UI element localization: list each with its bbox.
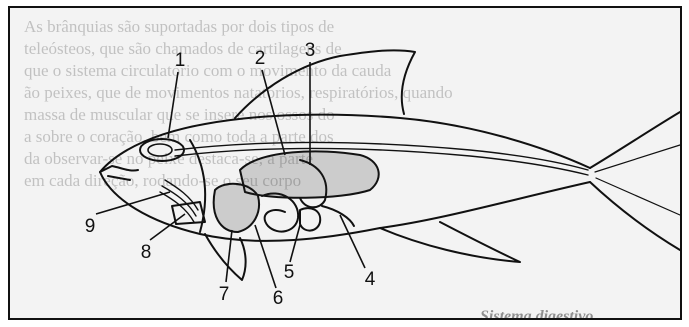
label-8: 8 — [141, 242, 152, 263]
label-5: 5 — [284, 262, 295, 283]
lateral-line-2 — [175, 149, 588, 176]
lateral-line — [175, 143, 588, 171]
leader-5 — [290, 225, 300, 262]
label-9: 9 — [85, 216, 96, 237]
spleen — [300, 208, 320, 230]
intestine — [262, 193, 298, 231]
label-7: 7 — [219, 284, 230, 305]
head-jaw — [100, 166, 138, 180]
anal-fin — [380, 222, 520, 262]
label-6: 6 — [273, 288, 284, 309]
eye-inner — [148, 144, 172, 156]
label-2: 2 — [255, 48, 266, 69]
pelvic-fin — [205, 234, 246, 280]
label-4: 4 — [365, 269, 376, 290]
leader-6 — [255, 225, 276, 288]
label-1: 1 — [175, 50, 186, 71]
label-3: 3 — [305, 40, 316, 61]
leader-8 — [150, 214, 185, 240]
caudal-fin-rays — [595, 145, 680, 215]
leader-2 — [262, 70, 285, 155]
leader-9 — [96, 192, 170, 214]
rectum — [322, 206, 354, 226]
leader-1 — [168, 72, 178, 138]
gills — [160, 180, 198, 222]
